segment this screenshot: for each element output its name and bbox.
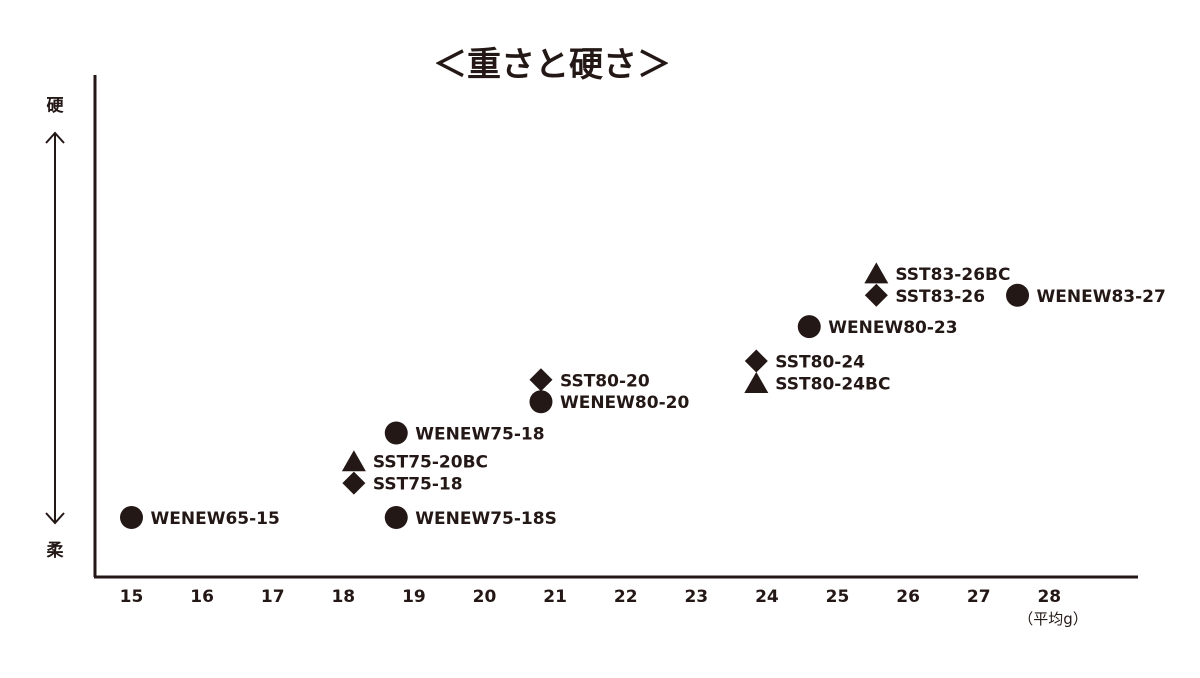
- point-label: SST75-20BC: [373, 453, 488, 473]
- y-direction-arrow: [45, 131, 65, 525]
- marker-circle: [529, 390, 553, 414]
- x-tick-label: 19: [402, 587, 426, 607]
- x-tick-label: 27: [967, 587, 991, 607]
- y-label-bottom: 柔: [47, 541, 65, 561]
- point-label: WENEW80-20: [560, 393, 689, 413]
- point-label: WENEW80-23: [828, 318, 957, 338]
- marker-diamond: [529, 368, 553, 392]
- marker-triangle: [864, 262, 889, 284]
- x-tick-label: 20: [473, 587, 497, 607]
- point-label: WENEW65-15: [151, 509, 280, 529]
- x-tick-label: 26: [896, 587, 920, 607]
- marker-triangle: [341, 450, 366, 472]
- x-tick-label: 23: [684, 587, 708, 607]
- point-label: SST75-18: [373, 475, 463, 495]
- x-tick-label: 25: [826, 587, 850, 607]
- x-tick-label: 28: [1037, 587, 1061, 607]
- chart-title: ＜重さと硬さ＞: [433, 45, 671, 85]
- point-label: SST80-24: [775, 353, 865, 373]
- marker-diamond: [744, 349, 768, 373]
- point-label: WENEW75-18: [415, 425, 544, 445]
- point-label: WENEW75-18S: [415, 509, 557, 529]
- x-tick-label: 18: [331, 587, 355, 607]
- x-tick-label: 22: [614, 587, 638, 607]
- marker-circle: [384, 421, 408, 445]
- y-label-top: 硬: [47, 96, 65, 116]
- x-tick-label: 21: [543, 587, 567, 607]
- x-tick-label: 17: [261, 587, 285, 607]
- point-label: SST83-26: [895, 287, 985, 307]
- marker-triangle: [744, 371, 769, 393]
- marker-circle: [1006, 283, 1030, 307]
- marker-diamond: [342, 471, 366, 495]
- x-tick-label: 24: [755, 587, 779, 607]
- point-label: SST80-20: [560, 371, 650, 391]
- x-tick-label: 15: [120, 587, 144, 607]
- x-tick-label: 16: [190, 587, 214, 607]
- marker-circle: [120, 506, 143, 530]
- marker-circle: [384, 506, 408, 530]
- marker-circle: [797, 315, 821, 339]
- point-label: SST80-24BC: [775, 374, 890, 394]
- x-tick-labels: 15 16 17 18 19 20 21 22 23 24 25 26 27 28: [120, 587, 1061, 607]
- point-label: WENEW83-27: [1037, 287, 1166, 307]
- point-label: SST83-26BC: [895, 265, 1010, 285]
- x-axis-unit: （平均g）: [1018, 610, 1088, 628]
- marker-diamond: [864, 283, 888, 307]
